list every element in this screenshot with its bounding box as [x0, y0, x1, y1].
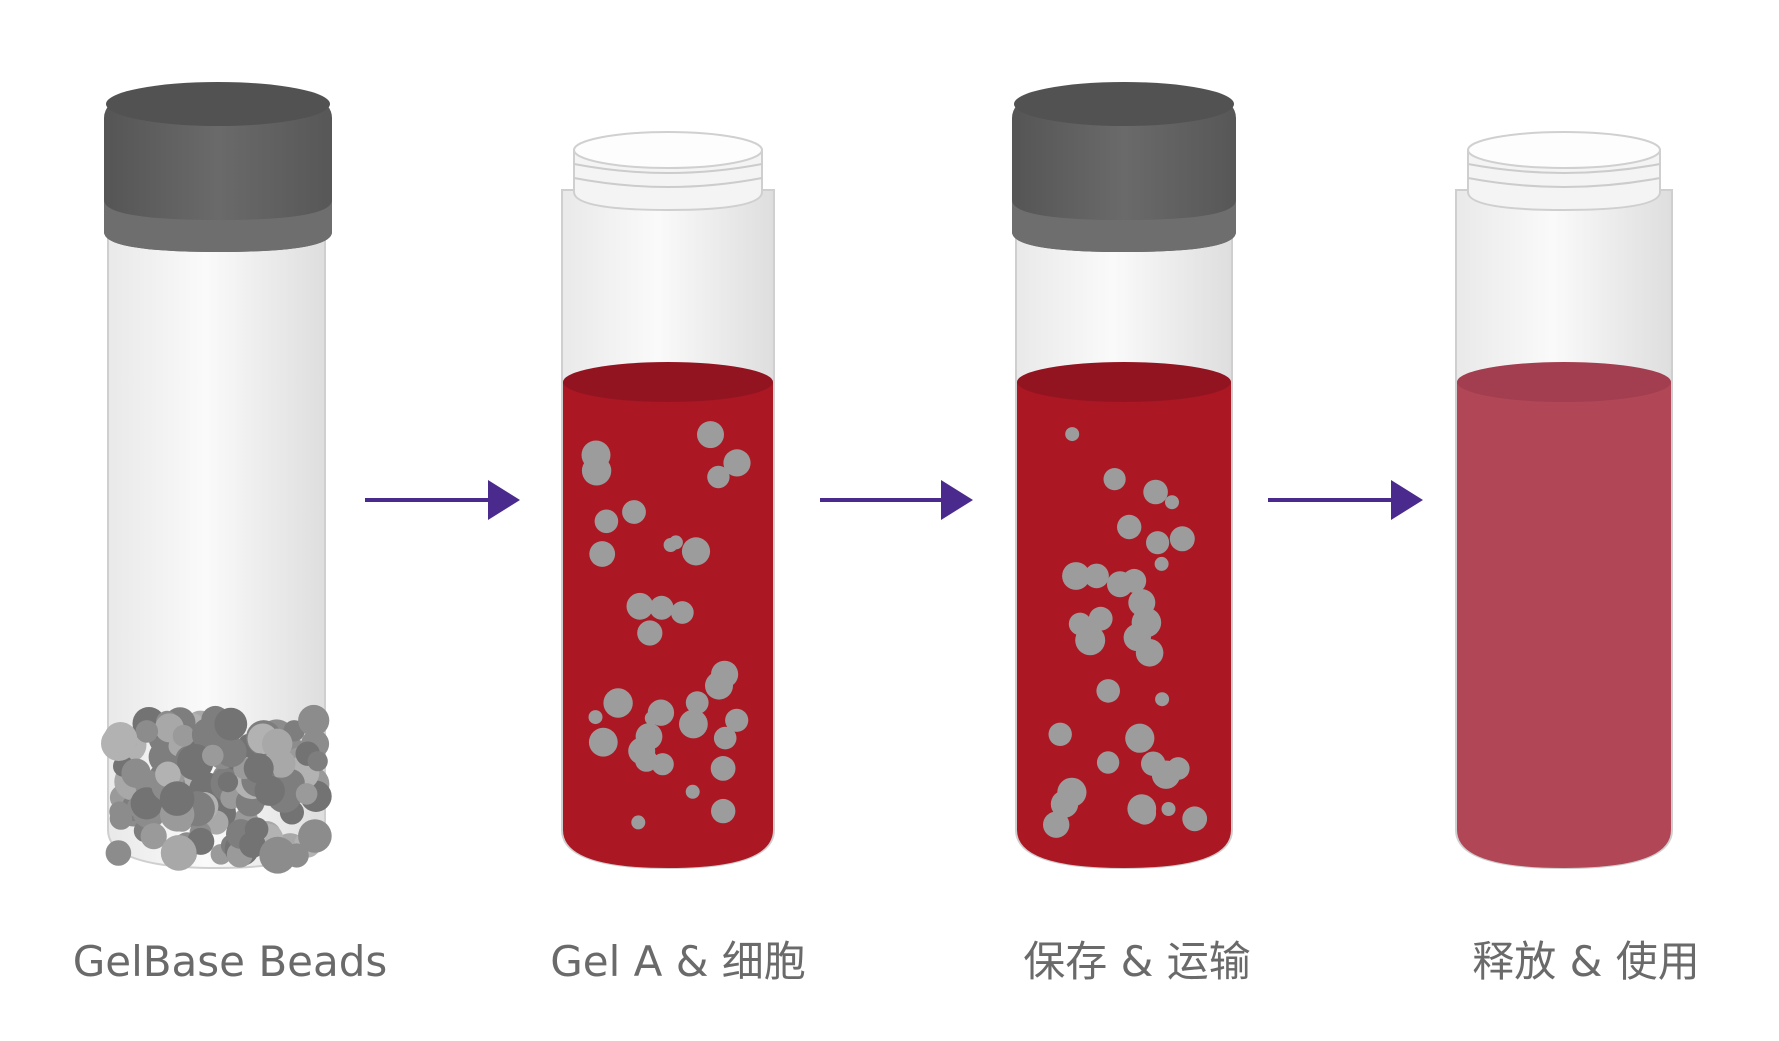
particle	[651, 753, 674, 776]
particle	[711, 660, 739, 688]
particle	[644, 711, 659, 726]
particle	[1065, 427, 1080, 442]
particle	[109, 807, 133, 830]
particle	[679, 709, 708, 739]
particle	[663, 538, 678, 552]
particle	[588, 727, 618, 757]
particle	[284, 843, 309, 868]
particle	[603, 688, 633, 718]
particle	[254, 775, 285, 806]
vial-medium-with-cells	[561, 131, 775, 870]
step-label-storage-transport: 保存 & 运输	[1023, 937, 1251, 986]
particle	[243, 753, 274, 784]
particle	[581, 456, 612, 486]
vial-stored-transport	[1012, 82, 1236, 870]
step-label-release-use: 释放 & 使用	[1472, 937, 1700, 986]
particle	[244, 817, 269, 841]
particle	[259, 836, 297, 874]
particle	[711, 798, 736, 824]
particle	[1146, 531, 1170, 555]
particle	[1088, 606, 1113, 631]
particle	[159, 781, 195, 816]
particle	[1125, 723, 1155, 753]
particle	[135, 720, 159, 743]
particle	[1182, 806, 1208, 832]
vial-beads	[101, 82, 332, 874]
particle	[1117, 514, 1142, 540]
particle	[589, 541, 616, 567]
bead-pile	[101, 704, 332, 874]
particle	[298, 819, 332, 853]
particle	[1062, 562, 1090, 590]
particle	[1096, 679, 1120, 703]
right-arrow-icon	[365, 480, 520, 520]
particle	[1103, 468, 1126, 491]
particle	[155, 761, 181, 788]
particle	[217, 771, 239, 793]
particle	[215, 736, 247, 768]
particle	[1057, 777, 1087, 807]
particle	[172, 724, 195, 747]
cell-particles	[1043, 427, 1208, 838]
particle	[1048, 722, 1072, 746]
vial-rim-open	[1467, 131, 1661, 212]
particle	[697, 421, 724, 449]
particle	[1169, 526, 1195, 552]
particle	[140, 823, 167, 850]
particle	[1154, 556, 1169, 571]
particle	[1122, 568, 1147, 593]
particle	[105, 840, 132, 866]
particle	[1068, 612, 1092, 636]
particle	[670, 601, 694, 624]
particle	[681, 537, 711, 566]
particle	[723, 449, 751, 477]
particle	[1096, 751, 1120, 774]
step-label-gel-a-cells: Gel A & 细胞	[550, 937, 806, 986]
vial-cap	[104, 82, 332, 252]
particle	[1128, 589, 1156, 617]
particle	[725, 708, 749, 732]
particle	[214, 707, 248, 741]
particle	[160, 835, 197, 871]
particle	[262, 728, 293, 759]
particle	[202, 744, 224, 767]
particle	[649, 595, 674, 620]
particle	[626, 592, 654, 620]
particle	[1141, 751, 1166, 776]
particle	[710, 756, 736, 781]
right-arrow-icon	[820, 480, 973, 520]
particle	[635, 723, 663, 750]
particle	[298, 704, 330, 737]
particle	[685, 784, 700, 799]
particle	[588, 710, 603, 725]
particle	[622, 500, 646, 524]
particle	[707, 465, 730, 489]
particle	[103, 722, 138, 756]
particle	[1161, 802, 1176, 816]
vial-cap	[1012, 82, 1236, 252]
particle	[637, 620, 663, 646]
particle	[1135, 639, 1164, 667]
particle	[594, 509, 619, 534]
step-label-gelbase-beads: GelBase Beads	[72, 937, 388, 986]
particle	[1133, 801, 1157, 825]
cell-particles	[581, 421, 751, 830]
vial-rim-open	[573, 131, 763, 212]
particle	[1143, 479, 1168, 505]
particle	[713, 726, 737, 750]
right-arrow-icon	[1268, 480, 1423, 520]
particle	[631, 815, 646, 830]
particle	[295, 783, 318, 805]
particle	[307, 751, 328, 772]
particle	[1165, 495, 1179, 510]
particle	[1084, 563, 1109, 589]
particle	[1155, 692, 1170, 707]
vial-released	[1455, 131, 1673, 870]
particle	[121, 758, 151, 788]
particle	[685, 691, 709, 714]
particle	[1043, 811, 1070, 838]
